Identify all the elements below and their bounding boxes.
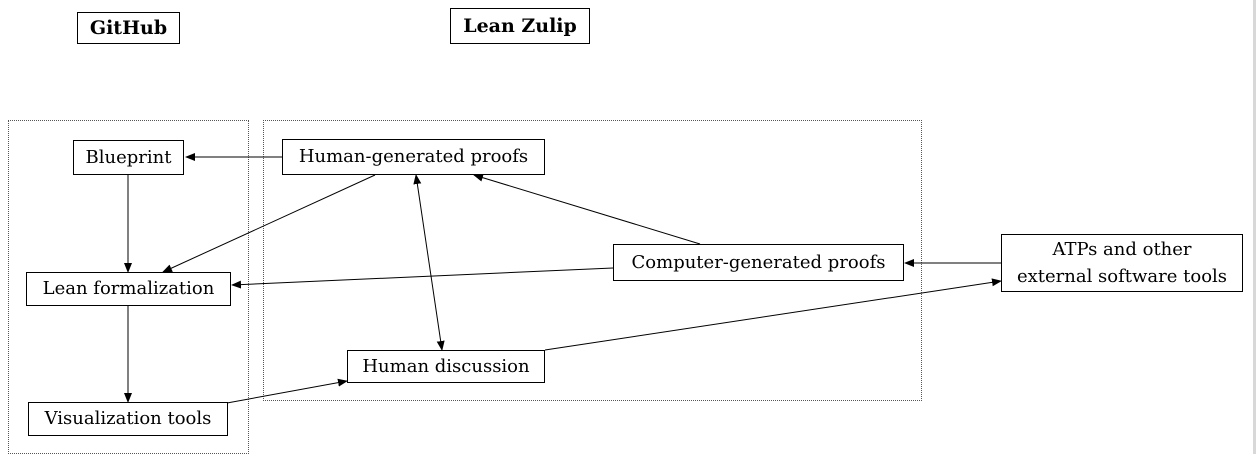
lean-zulip-header: Lean Zulip (450, 8, 590, 44)
github-header: GitHub (77, 12, 180, 44)
lean-formalization-node: Lean formalization (26, 272, 231, 306)
edge-human-proofs-human-discussion (413, 174, 445, 351)
atps-tools-line-1: ATPs and other (1052, 239, 1192, 260)
computer-generated-proofs-node: Computer-generated proofs (613, 244, 904, 281)
edge-human-discussion-to-atps (544, 278, 1002, 351)
page-edge (1253, 0, 1256, 454)
human-generated-proofs-node: Human-generated proofs (282, 139, 545, 175)
human-discussion-node: Human discussion (347, 350, 545, 383)
lean-zulip-group (263, 120, 922, 401)
atps-tools-line-2: external software tools (1016, 266, 1228, 287)
edge-computer-proofs-to-lean-formalization (231, 267, 614, 289)
edge-computer-proofs-to-human-proofs (473, 173, 701, 245)
edge-human-proofs-to-lean-formalization (162, 174, 376, 273)
edge-visualization-to-human-discussion (226, 378, 348, 404)
atps-tools-node: ATPs and other external software tools (1001, 234, 1243, 292)
blueprint-node: Blueprint (73, 140, 184, 175)
visualization-tools-node: Visualization tools (28, 402, 228, 436)
